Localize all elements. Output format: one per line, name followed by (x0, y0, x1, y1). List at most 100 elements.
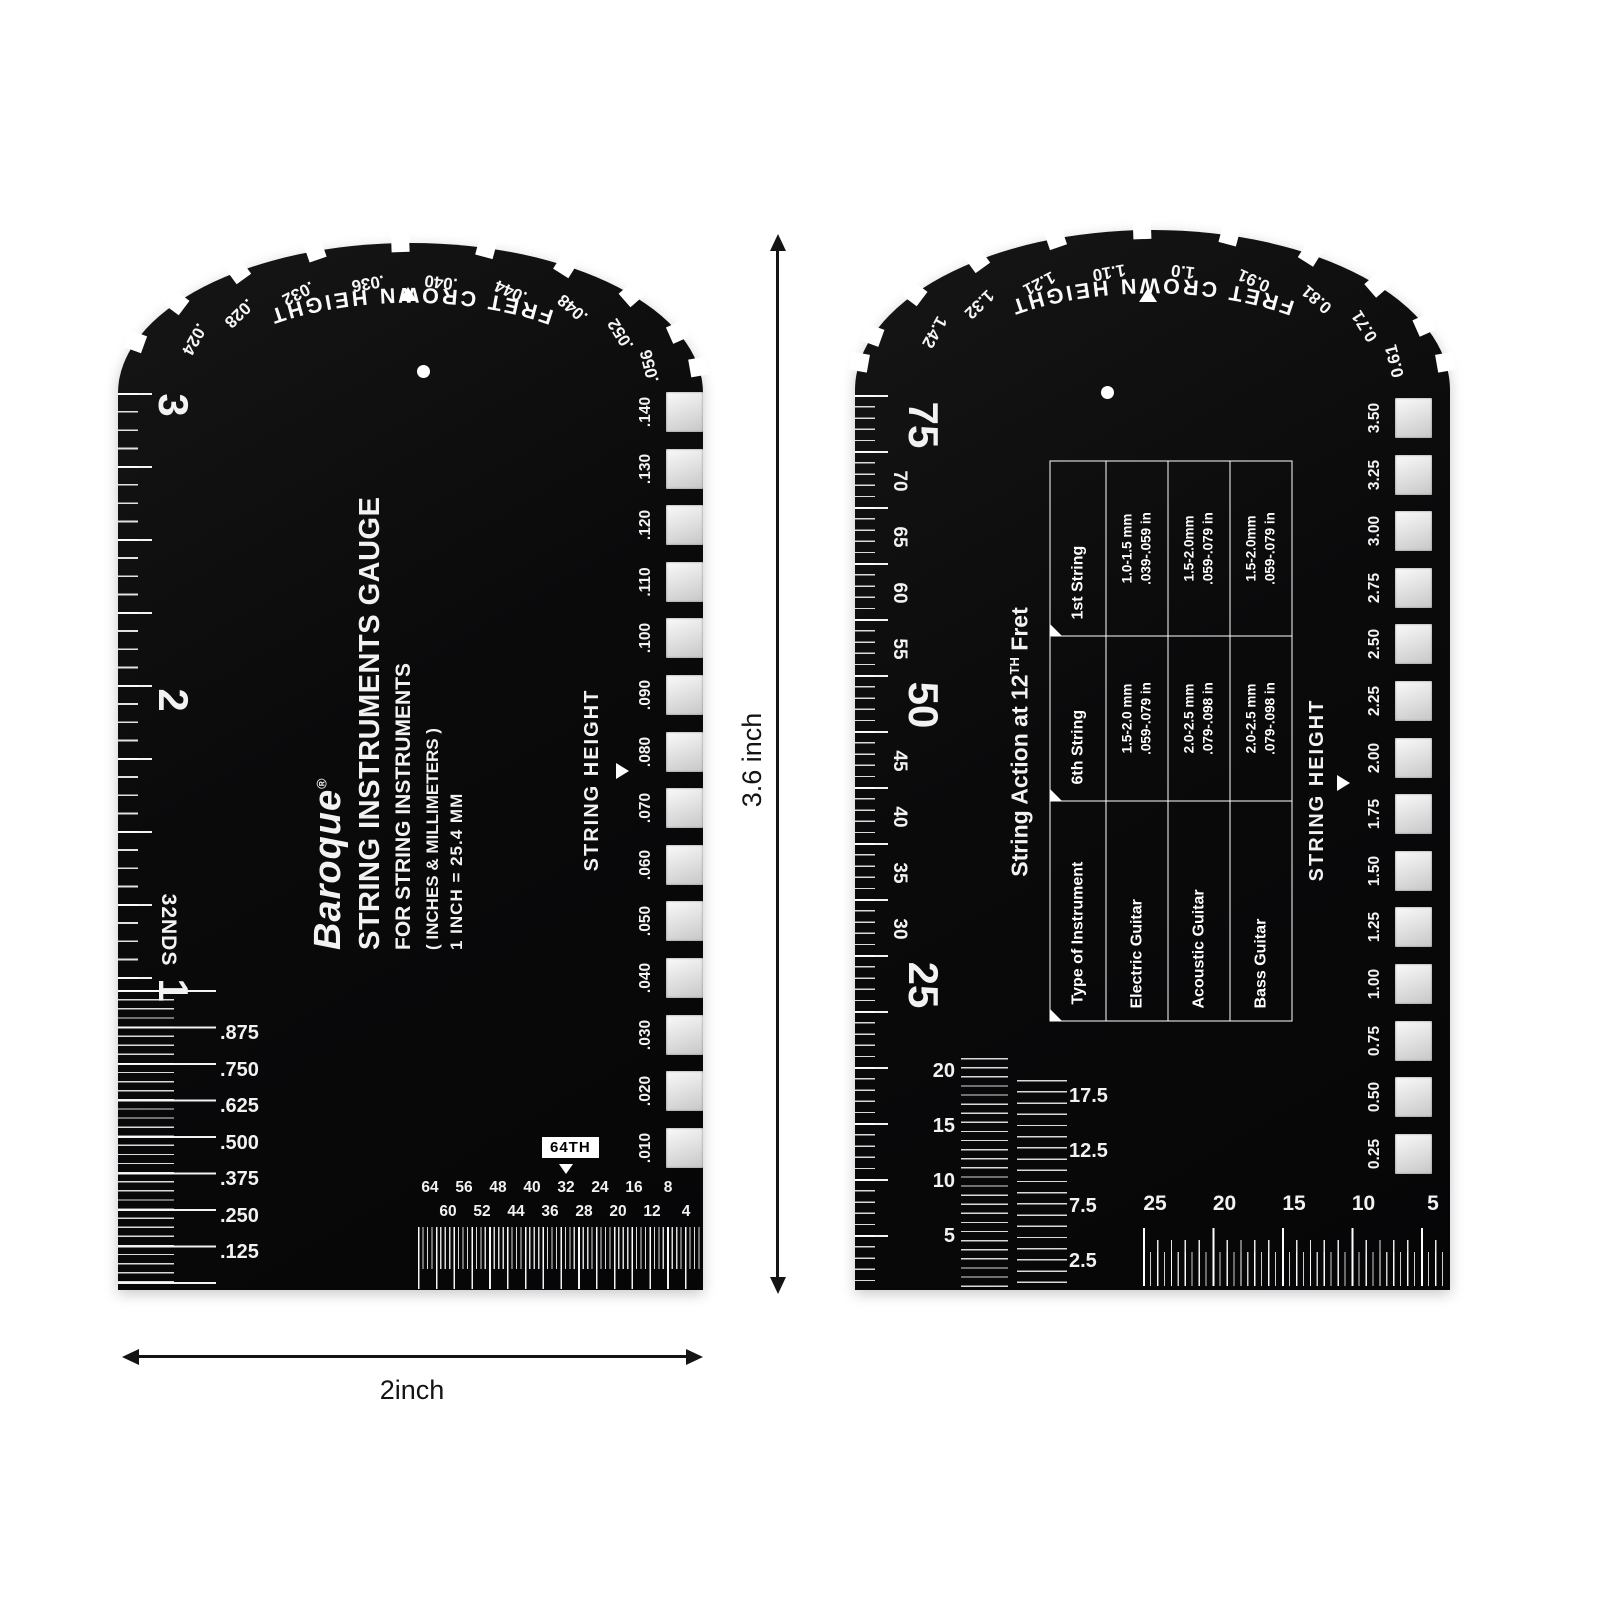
step-row: 1.50 (1355, 850, 1432, 891)
step-label: 0.25 (1366, 1138, 1383, 1169)
gauge-subtitle: FOR STRING INSTRUMENTS (392, 663, 415, 950)
arrow-down-icon (769, 1277, 786, 1294)
mm-number: 40 (889, 806, 910, 828)
step-square (666, 1071, 703, 1112)
sixtyfourth-number: 16 (625, 1179, 643, 1196)
fraction-label: .250 (220, 1204, 259, 1227)
step-row: .070 (626, 788, 703, 829)
step-label: 1.75 (1366, 799, 1383, 830)
sixtyfourth-number: 8 (663, 1179, 673, 1196)
col-header-6th-string: 6th String (1050, 636, 1106, 801)
step-row: 0.75 (1355, 1020, 1432, 1061)
sixtyfourth-number: 12 (643, 1203, 661, 1220)
string-action-title: String Action at 12TH Fret (1006, 607, 1033, 877)
mm-number: 5 (943, 1225, 955, 1247)
step-label: 3.00 (1366, 516, 1383, 547)
step-row: .110 (626, 561, 703, 602)
step-row: .140 (626, 392, 703, 432)
sixtyfourth-number: 4 (681, 1203, 691, 1220)
mm-number: 25 (900, 961, 947, 1009)
fraction-label: .500 (220, 1131, 259, 1154)
brand-logo: Baroque® (307, 440, 350, 950)
step-square (666, 957, 703, 998)
mm-number: 50 (900, 681, 947, 729)
step-row: .030 (626, 1014, 703, 1055)
step-square (666, 392, 703, 432)
step-square (666, 674, 703, 715)
step-row: .050 (626, 901, 703, 942)
step-row: 3.00 (1355, 511, 1432, 552)
inch-number: 2 (150, 688, 197, 712)
mm-number: 60 (889, 582, 910, 604)
mm-number: 65 (889, 526, 910, 548)
step-row: .060 (626, 844, 703, 885)
fraction-label: .625 (220, 1095, 259, 1117)
step-row: 2.75 (1355, 567, 1432, 608)
bottom-ruler-number: 10 (1351, 1192, 1376, 1215)
mm-secondary-ticks (961, 1058, 1008, 1288)
width-dimension-line (138, 1355, 687, 1358)
string-height-marker (616, 763, 629, 779)
step-square (666, 1014, 703, 1055)
step-row: 2.50 (1355, 624, 1432, 665)
width-dimension-label: 2inch (379, 1375, 445, 1405)
table-row: Electric Guitar 1.5-2.0 mm.059-.079 in 1… (1106, 461, 1168, 1021)
step-label: .060 (637, 849, 654, 880)
sixtyfourth-minor-ticks (418, 1227, 700, 1269)
mm-number: 75 (900, 401, 947, 449)
step-row: 3.25 (1355, 454, 1432, 495)
mm-half-number: 17.5 (1069, 1085, 1108, 1107)
instrument-cell: Bass Guitar (1230, 801, 1292, 1021)
brand-name: Baroque (307, 788, 349, 950)
sixtyfourth-number: 32 (557, 1179, 575, 1196)
step-square (666, 844, 703, 885)
step-label: 0.50 (1366, 1082, 1383, 1113)
bottom-ruler-number: 25 (1143, 1192, 1167, 1215)
step-row: .120 (626, 505, 703, 546)
sixtyfourth-number: 44 (507, 1203, 525, 1220)
step-label: .020 (637, 1076, 654, 1107)
mm-half-number: 12.5 (1069, 1140, 1108, 1162)
dome-notches: FRET CROWN HEIGHT (849, 220, 1456, 373)
sixtyfourth-unit-badge: 64TH (542, 1137, 599, 1158)
step-row: 3.50 (1355, 398, 1432, 438)
mm-half-number: 2.5 (1069, 1250, 1097, 1272)
step-square (1395, 624, 1432, 665)
inch-number: 3 (150, 393, 197, 417)
step-label: 0.75 (1366, 1025, 1383, 1056)
instrument-cell: Electric Guitar (1106, 801, 1168, 1021)
step-label: 1.25 (1366, 912, 1383, 943)
step-row: .090 (626, 674, 703, 715)
sixtyfourth-number: 40 (523, 1179, 541, 1196)
fraction-label: .125 (220, 1241, 259, 1263)
step-square (666, 788, 703, 829)
bottom-ruler-minor-ticks (1143, 1252, 1444, 1286)
units-note: ( INCHES & MILLIMETERS ) (423, 728, 442, 950)
arrow-left-icon (122, 1348, 139, 1365)
step-label: 2.50 (1366, 629, 1383, 660)
conversion-note: 1 INCH = 25.4 MM (447, 792, 466, 950)
step-row: 2.00 (1355, 737, 1432, 778)
step-row: 1.25 (1355, 907, 1432, 948)
bottom-ruler-number: 5 (1427, 1192, 1439, 1215)
height-dimension-label: 3.6 inch (737, 695, 767, 825)
step-label: 2.75 (1366, 572, 1383, 603)
gauge-card-front: FRET CROWN HEIGHT .024.028.032.036.040.0… (118, 233, 710, 1290)
sixtyfourth-number: 36 (541, 1203, 559, 1220)
string-height-steps: .140 .130 .120 .110 .100 .090 .080 (626, 392, 703, 1184)
step-label: .050 (637, 906, 654, 937)
string-height-label: STRING HEIGHT (581, 688, 603, 872)
bottom-ruler-number: 20 (1212, 1192, 1237, 1215)
step-square (1395, 511, 1432, 552)
step-row: .040 (626, 957, 703, 998)
step-label: 2.25 (1366, 685, 1383, 717)
inch-ruler-major-ticks (118, 393, 152, 990)
instrument-cell: Acoustic Guitar (1168, 801, 1230, 1021)
step-row: 2.25 (1355, 680, 1432, 721)
step-square (1395, 398, 1432, 438)
sixtyfourth-number: 48 (489, 1179, 507, 1196)
col-header-1st-string: 1st String (1050, 461, 1106, 636)
